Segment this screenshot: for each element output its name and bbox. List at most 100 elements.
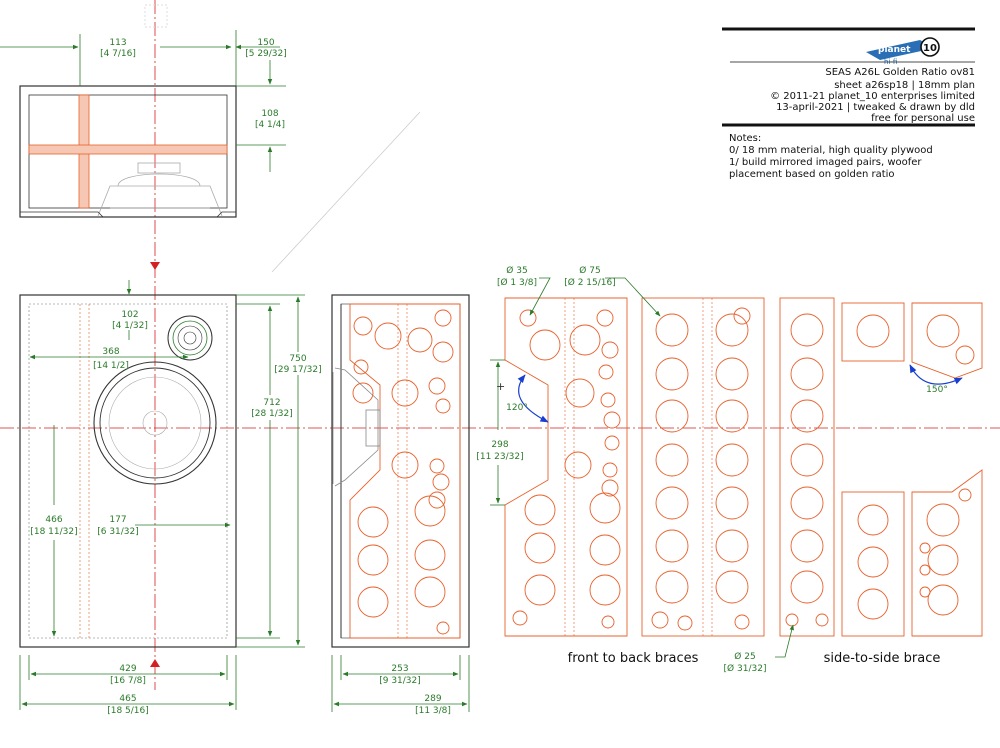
crosshair-mark: +: [496, 380, 505, 393]
construction-line: [271, 111, 421, 273]
brace-hole: [655, 529, 689, 563]
brace-hole: [601, 479, 619, 497]
dim-108: 108: [261, 109, 278, 119]
brace-hole: [414, 495, 446, 527]
brace-hole: [655, 443, 689, 477]
brace-hole: [715, 443, 749, 477]
brace-hole: [374, 322, 402, 350]
brace-hole: [428, 377, 446, 395]
angle-150: 150°: [926, 385, 948, 395]
brace-hole: [604, 435, 620, 451]
brace-hole: [926, 314, 960, 348]
brace-hole: [651, 611, 669, 629]
brace-hole: [927, 584, 959, 616]
brace-holes: [352, 307, 975, 635]
brace-hole: [926, 503, 960, 537]
brace-hole: [790, 399, 824, 433]
dim-150-inch: [5 29/32]: [245, 49, 287, 59]
caption-front-to-back: front to back braces: [568, 651, 699, 666]
brace-hole: [601, 615, 615, 629]
logo-text: planet: [878, 45, 911, 55]
angle-marks: [517, 364, 963, 423]
dim-253: 253: [391, 664, 408, 674]
dim-dia-35-inch: [Ø 1 3/8]: [497, 277, 537, 288]
brace-hole: [857, 504, 889, 536]
brace-hole: [601, 341, 619, 359]
brace-hole: [598, 364, 614, 380]
brace-hole: [677, 615, 693, 631]
brace-hole: [589, 574, 621, 606]
brace-hole: [564, 451, 592, 479]
dim-dia-25-inch: [Ø 31/32]: [724, 663, 767, 674]
side-brace: [349, 303, 461, 639]
dim-368: 368: [102, 347, 119, 357]
brace-hole: [715, 313, 749, 347]
brace-hole: [357, 544, 389, 576]
dim-dia-75: Ø 75: [579, 265, 600, 276]
sheet-id: sheet a26sp18 | 18mm plan: [834, 80, 975, 91]
front-view: [19, 294, 237, 648]
date-author: 13-april-2021 | tweaked & drawn by dld: [776, 102, 975, 113]
brace-hole: [655, 399, 689, 433]
dim-750-inch: [29 17/32]: [274, 365, 321, 375]
top-view-driver: [97, 162, 223, 217]
dim-465: 465: [119, 694, 136, 704]
brace-1: [504, 297, 628, 637]
brace-hole: [524, 532, 556, 564]
corner-marker: [144, 4, 168, 28]
brace-hole: [790, 313, 824, 347]
dim-253-inch: [9 31/32]: [379, 676, 421, 686]
brace-hole: [524, 494, 556, 526]
dim-dia-35: Ø 35: [506, 265, 527, 276]
dim-465-inch: [18 5/16]: [107, 706, 149, 716]
brace-hole: [919, 564, 931, 576]
title-block: planet 10 hi-fi SEAS A26L Golden Ratio o…: [722, 27, 975, 127]
brace-hole: [715, 570, 749, 604]
brace-hole: [857, 588, 889, 620]
brace-hole: [353, 359, 369, 375]
brace-hole: [655, 570, 689, 604]
note-0: 0/ 18 mm material, high quality plywood: [729, 145, 933, 156]
side-view: [331, 294, 470, 648]
dim-177: 177: [109, 515, 126, 525]
caption-side-to-side: side-to-side brace: [824, 651, 941, 666]
brace-hole: [391, 451, 419, 479]
dim-298-inch: [11 23/32]: [476, 452, 523, 462]
brace-hole: [790, 443, 824, 477]
dimension-labels: 113 [4 7/16] 150 [5 29/32] 108 [4 1/4] 1…: [30, 38, 947, 716]
dim-dia-25: Ø 25: [734, 651, 755, 662]
brace-hole: [352, 382, 374, 404]
brace-hole: [414, 576, 446, 608]
license: free for personal use: [871, 113, 975, 124]
brace-hole: [436, 621, 450, 635]
brace-hole: [655, 357, 689, 391]
notes-heading: Notes:: [729, 133, 761, 144]
note-1-cont: placement based on golden ratio: [729, 169, 895, 180]
brace-hole: [432, 473, 450, 491]
brace-hole: [603, 411, 621, 429]
dim-712: 712: [263, 398, 280, 408]
brace-hole: [589, 492, 621, 524]
brace-hole: [715, 529, 749, 563]
dim-712-inch: [28 1/32]: [251, 409, 293, 419]
dim-102: 102: [121, 310, 138, 320]
centerlines: [0, 0, 1000, 690]
brace-hole: [790, 486, 824, 520]
brace-hole: [958, 488, 972, 502]
dimension-lines: [0, 30, 794, 712]
brace-hole: [785, 613, 799, 627]
dim-429-inch: [16 7/8]: [110, 676, 146, 686]
notes: Notes: 0/ 18 mm material, high quality p…: [729, 133, 933, 180]
woofer: [93, 361, 217, 485]
brace-hole: [432, 341, 454, 363]
brace-hole: [815, 613, 829, 627]
brace-hole: [565, 378, 595, 408]
brace-hole: [407, 327, 433, 353]
brace-hole: [602, 462, 618, 478]
dim-102-inch: [4 1/32]: [112, 321, 148, 331]
brace-hole: [955, 345, 975, 365]
dim-289: 289: [424, 694, 441, 704]
brace-hole: [596, 309, 614, 327]
brace-hole: [655, 313, 689, 347]
